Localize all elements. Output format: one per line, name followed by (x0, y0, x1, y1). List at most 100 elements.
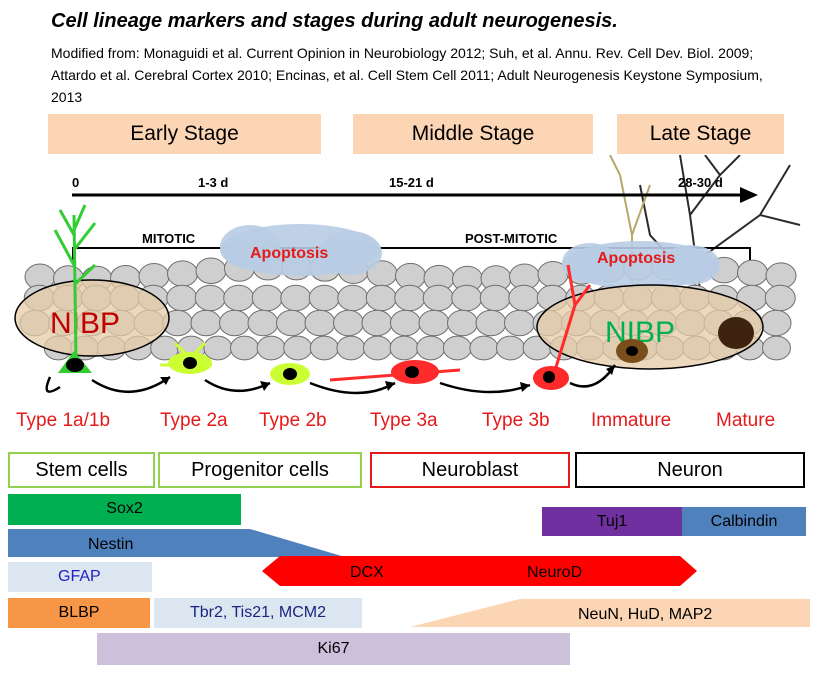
granule-cell (195, 257, 227, 285)
granule-cell (309, 335, 339, 361)
type-3a-cell (329, 360, 461, 384)
granule-cell (337, 284, 369, 312)
marker-bar-neun: NeuN, HuD, MAP2 (410, 599, 810, 627)
marker-neurod: NeuroD (527, 564, 582, 581)
marker-gfap: GFAP (58, 568, 101, 585)
granule-cell (230, 335, 259, 361)
apoptosis-label-right: Apoptosis (597, 250, 675, 267)
marker-nestin: Nestin (88, 536, 133, 553)
granule-cell (283, 335, 313, 361)
granule-cell (363, 335, 392, 361)
marker-bar-gfap: GFAP (8, 562, 152, 592)
granule-cell (765, 262, 797, 289)
cell-type-immature: Immature (591, 410, 672, 431)
granule-cell (389, 335, 419, 361)
granule-cell (390, 309, 421, 337)
marker-bar-tuj1: Tuj1 (542, 507, 682, 536)
marker-tuj1: Tuj1 (596, 513, 628, 530)
cell-type-type-2a: Type 2a (160, 410, 228, 431)
granule-cell (336, 335, 366, 361)
granule-cell (447, 309, 478, 337)
granule-cell (219, 309, 250, 337)
granule-cell (737, 259, 768, 287)
marker-calbindin: Calbindin (710, 513, 778, 530)
timeline-tick-1: 1-3 d (198, 175, 228, 190)
granule-cell (760, 309, 792, 337)
granule-cell (422, 284, 454, 312)
type-2b-cell (270, 363, 310, 385)
granule-cell (508, 284, 540, 312)
timeline-arrowhead (740, 187, 758, 203)
granule-cell (308, 284, 340, 312)
apoptosis-cloud-left (220, 224, 382, 276)
granule-cell (194, 284, 226, 312)
figure-title: Cell lineage markers and stages during a… (51, 10, 618, 32)
cell-type-type-3b: Type 3b (482, 410, 550, 431)
apoptosis-cloud-right (562, 241, 720, 289)
mitotic-label: MITOTIC (142, 231, 196, 246)
marker-bar-calbindin: Calbindin (682, 507, 806, 536)
marker-bar-sox2: Sox2 (8, 494, 241, 525)
neurogenesis-illustration: 0 1-3 d 15-21 d 28-30 d MITOTIC POST-MIT… (14, 155, 801, 395)
granule-cell (280, 284, 312, 312)
timeline-tick-0: 0 (72, 175, 79, 190)
granule-cell (276, 309, 307, 337)
type-1-stem-cell (53, 204, 97, 373)
granule-cell (333, 309, 364, 337)
stage-early: Early Stage (48, 114, 321, 154)
mitotic-bracket (72, 247, 751, 260)
cell-type-type-2b: Type 2b (259, 410, 327, 431)
granule-cell (764, 284, 796, 312)
granule-cell (247, 309, 279, 337)
stage-late: Late Stage (617, 114, 784, 154)
stage-middle: Middle Stage (353, 114, 593, 154)
immature-neuron (616, 339, 648, 363)
marker-bar-nestin: Nestin (8, 529, 345, 557)
category-neuroblast: Neuroblast (370, 452, 570, 488)
marker-bar-ki67: Ki67 (97, 633, 570, 665)
apoptosis-label-left: Apoptosis (250, 245, 328, 262)
category-stem-cells: Stem cells (8, 452, 155, 488)
nibp-region-right (536, 284, 764, 370)
granule-cell (442, 335, 472, 361)
category-neuron: Neuron (575, 452, 805, 488)
marker-dcx: DCX (350, 564, 384, 581)
marker-bar-blbp: BLBP (8, 598, 150, 628)
type-3b-cell (533, 264, 592, 390)
mature-neuron (718, 317, 754, 349)
marker-ki67: Ki67 (317, 640, 350, 657)
granule-cell (167, 260, 198, 287)
marker-bar-dcx: DCX NeuroD (262, 556, 697, 586)
granule-cell (451, 284, 483, 312)
granule-cell (361, 309, 393, 337)
granule-cell (365, 284, 397, 312)
cell-type-mature: Mature (716, 410, 776, 431)
granule-cell (479, 284, 511, 312)
type-2a-cell (160, 341, 212, 374)
marker-neun: NeuN, HuD, MAP2 (578, 606, 712, 623)
category-progenitor-cells: Progenitor cells (158, 452, 362, 488)
granule-cell (251, 284, 283, 312)
granule-cell (190, 309, 222, 337)
granule-cell (475, 309, 507, 337)
nibp-region-left (14, 279, 170, 357)
post-mitotic-label: POST-MITOTIC (465, 231, 558, 246)
cell-type-type-1a-1b: Type 1a/1b (16, 410, 111, 431)
granule-cell (469, 335, 499, 361)
granule-cell (394, 284, 426, 312)
granule-cell (256, 335, 286, 361)
granule-cell (223, 284, 255, 312)
marker-blbp: BLBP (58, 604, 100, 621)
granule-cell (203, 335, 233, 361)
granule-cell (504, 309, 535, 337)
marker-sox2: Sox2 (106, 500, 143, 517)
timeline-tick-3: 28-30 d (678, 175, 723, 190)
marker-bar-tbr2: Tbr2, Tis21, MCM2 (154, 598, 362, 628)
granule-cell (416, 335, 446, 361)
lineage-arrowheads (160, 365, 615, 392)
granule-cell (304, 309, 336, 337)
granule-cell (166, 284, 198, 312)
figure-subtitle: Modified from: Monaguidi et al. Current … (51, 45, 763, 105)
cell-type-type-3a: Type 3a (370, 410, 438, 431)
granule-cell (762, 335, 791, 361)
